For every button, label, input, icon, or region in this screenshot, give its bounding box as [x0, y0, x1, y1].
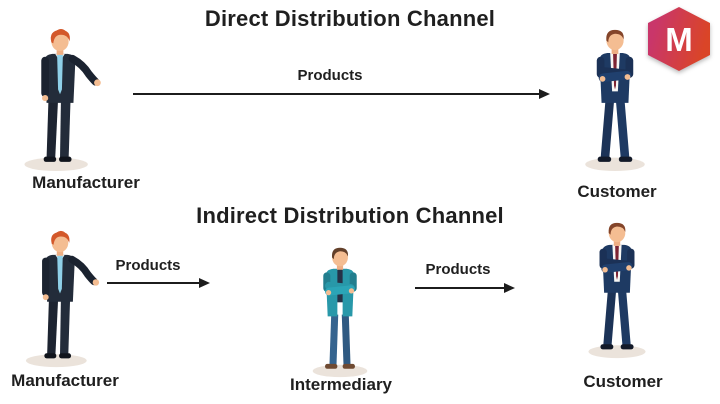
manufacturer-figure-direct	[12, 28, 108, 172]
manufacturer-figure-indirect	[14, 230, 106, 368]
products-arrow-indirect-1	[107, 278, 210, 289]
arrowhead-icon	[199, 278, 210, 289]
products-arrow-direct	[133, 89, 550, 100]
customer-label-direct: Customer	[577, 182, 657, 201]
manufacturer-label-direct: Manufacturer	[32, 173, 140, 192]
brand-logo: M	[648, 7, 710, 71]
customer-figure-indirect	[571, 221, 663, 359]
products-arrow-indirect-2	[415, 283, 515, 294]
products-label-indirect-2: Products	[425, 261, 491, 278]
arrowhead-icon	[539, 89, 550, 100]
brand-logo-letter: M	[665, 20, 693, 58]
products-label-direct: Products	[297, 67, 363, 84]
intermediary-label: Intermediary	[289, 375, 393, 394]
intermediary-figure	[296, 246, 384, 378]
customer-label-indirect: Customer	[583, 372, 663, 391]
arrowhead-icon	[504, 283, 515, 294]
direct-section-title: Direct Distribution Channel	[204, 6, 496, 31]
indirect-section-title: Indirect Distribution Channel	[196, 203, 504, 228]
manufacturer-label-indirect: Manufacturer	[11, 371, 119, 390]
products-label-indirect-1: Products	[115, 257, 181, 274]
customer-figure-direct	[567, 28, 663, 172]
